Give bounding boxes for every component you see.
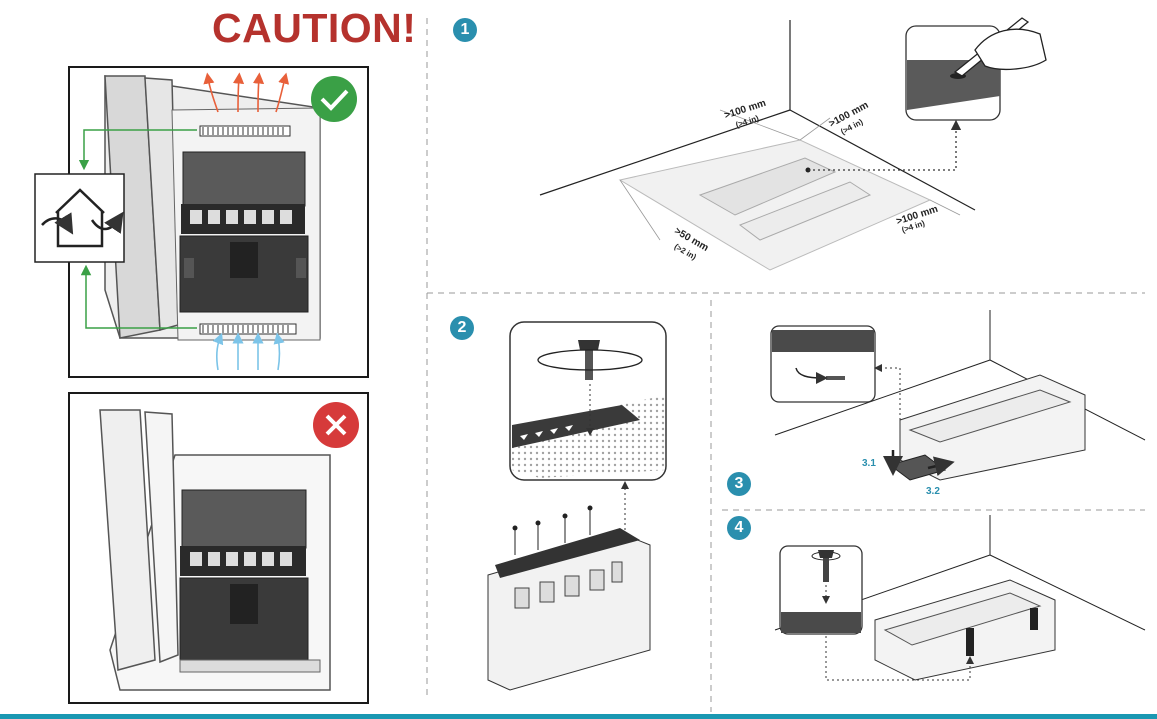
step1-illustration <box>539 17 1047 271</box>
step2-badge: 2 <box>450 316 474 340</box>
step3-badge: 3 <box>727 472 751 496</box>
step4-badge: 4 <box>727 516 751 540</box>
step1-badge: 1 <box>453 18 477 42</box>
step3-illustration <box>770 310 1146 481</box>
screw-icon <box>578 340 600 380</box>
correct-cabinet <box>104 75 321 341</box>
footer-bar <box>0 714 1157 719</box>
caution-title: CAUTION! <box>212 5 417 51</box>
house-airflow-icon <box>34 173 125 263</box>
check-icon <box>311 76 357 122</box>
step3-sub2-label: 3.2 <box>926 486 940 497</box>
step4-illustration <box>774 515 1146 681</box>
step2-illustration <box>487 321 667 691</box>
cross-icon <box>313 402 359 448</box>
step3-sub1-label: 3.1 <box>862 458 876 469</box>
incorrect-cabinet <box>99 409 331 691</box>
